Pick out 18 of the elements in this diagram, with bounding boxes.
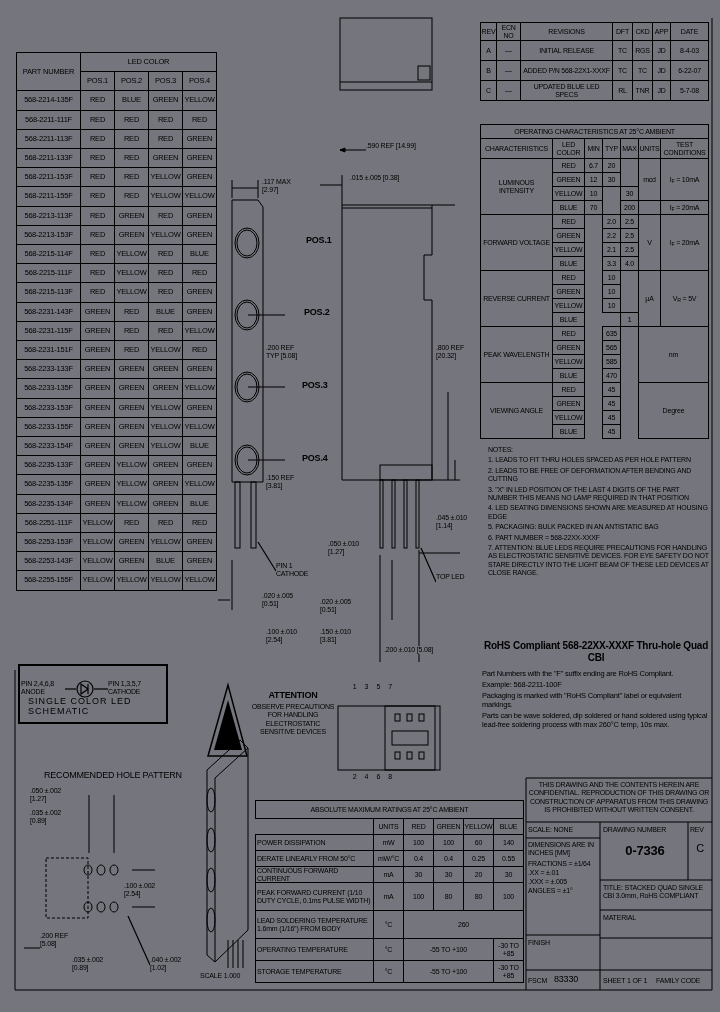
position-label: POS.4: [302, 453, 329, 464]
leader-line: [257, 541, 277, 572]
fscm-code: 83330: [554, 974, 580, 985]
schematic-title: SINGLE COLOR LED SCHEMATIC: [28, 697, 133, 717]
wire-line: [64, 688, 77, 690]
section-heading: RECOMMENDED HOLE PATTERN: [44, 770, 183, 781]
revision-letter: C: [695, 842, 705, 856]
position-label: POS.2: [304, 307, 331, 318]
led-symbol: [76, 680, 94, 698]
position-label: POS.1: [306, 235, 333, 246]
position-label: POS.3: [302, 380, 329, 391]
leader-line: [127, 915, 151, 966]
warning-heading: ATTENTION: [267, 690, 319, 701]
schematic-box: [18, 664, 168, 724]
leader-line: [420, 547, 437, 583]
drawing-number: 0-7336: [624, 843, 666, 859]
wire-line: [93, 688, 109, 690]
section-heading: RoHS Compliant 568-22XX-XXXF Thru-hole Quad CBI: [482, 640, 710, 664]
